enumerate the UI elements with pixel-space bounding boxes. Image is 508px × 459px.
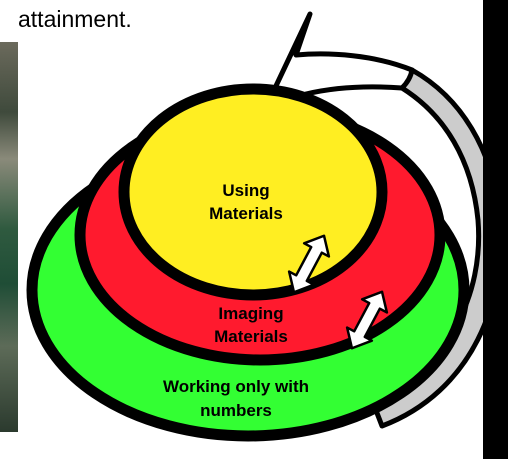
black-side-panel (483, 0, 508, 459)
inner-layer-label-line1: Using (222, 181, 269, 200)
return-arrow-head (272, 11, 415, 131)
double-headed-arrow-icon (345, 290, 389, 350)
outer-layer-label-line1: Working only with (163, 377, 309, 396)
caption-text: attainment. (18, 6, 132, 32)
inner-layer-label-line2: Materials (209, 204, 283, 223)
middle-layer-label-line1: Imaging (218, 304, 283, 323)
outer-layer-label-line2: numbers (200, 401, 272, 420)
middle-layer-label-line2: Materials (214, 327, 288, 346)
photo-strip (0, 42, 18, 432)
double-headed-arrow-icon (287, 234, 331, 294)
